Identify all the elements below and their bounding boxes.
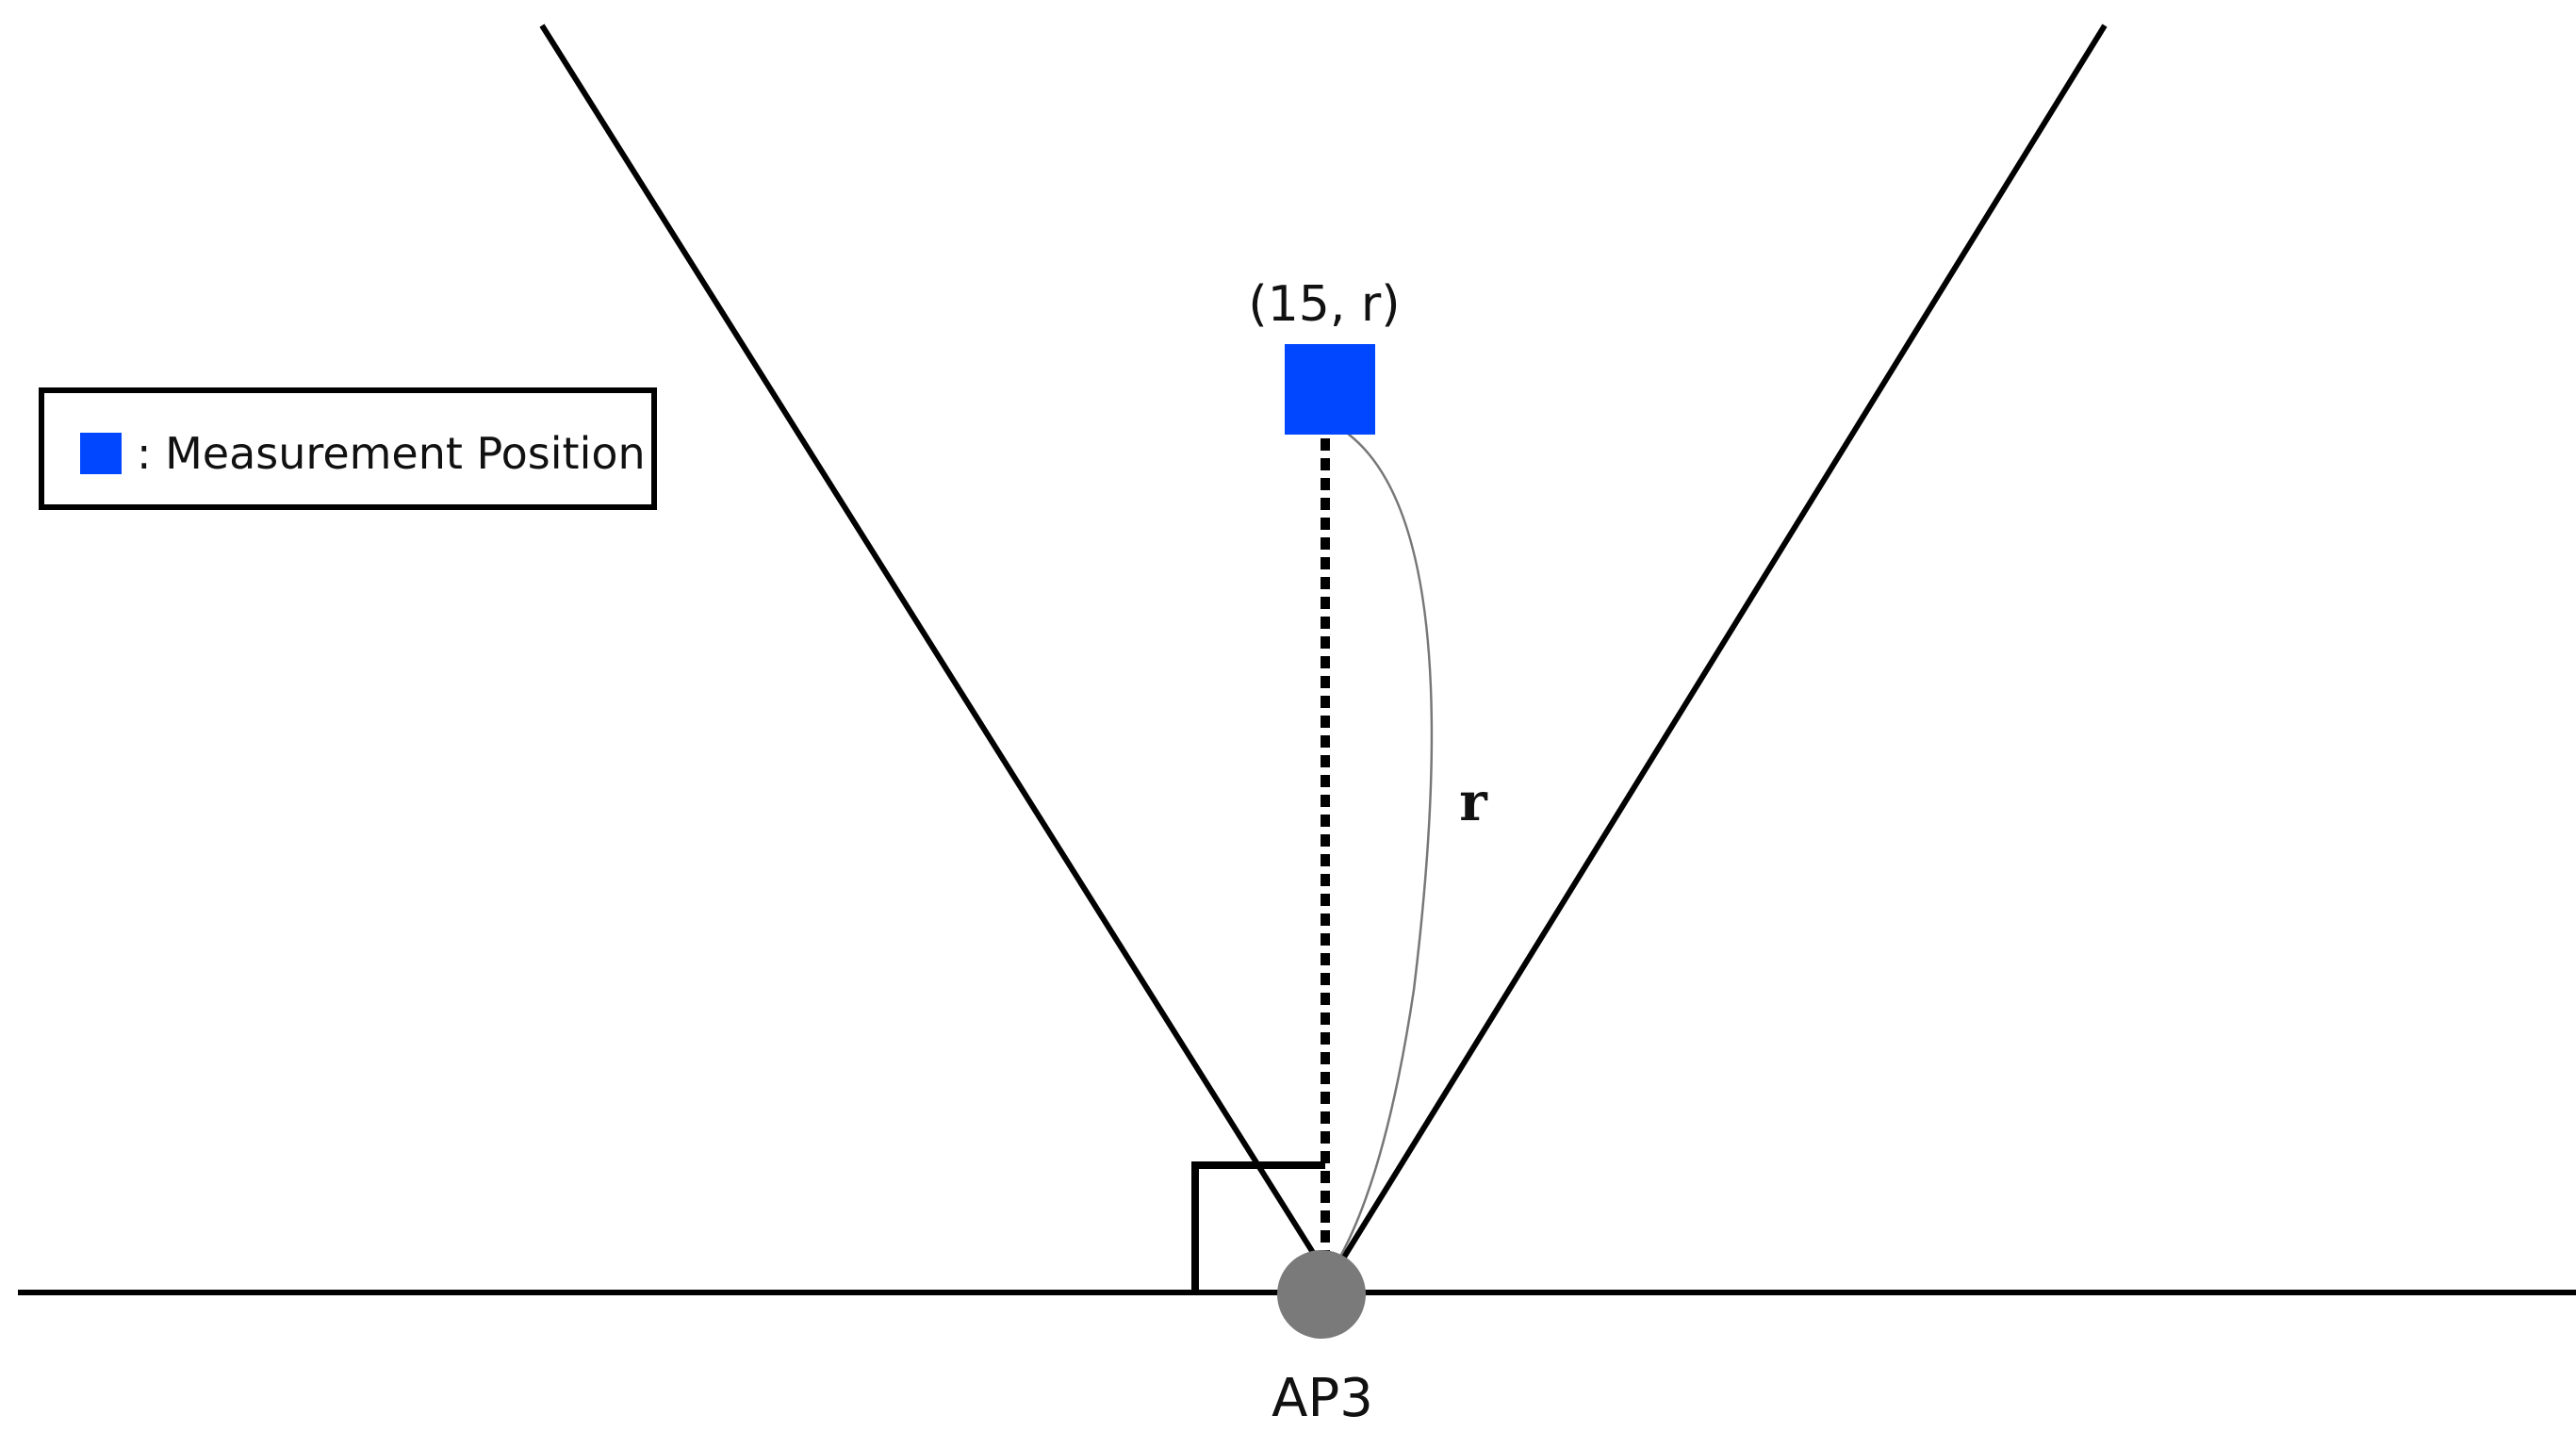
radius-label: r [1459,771,1488,833]
left-coverage-boundary [539,24,1320,1260]
legend-box [39,387,657,510]
measurement-position-marker [1285,344,1375,435]
access-point-label: AP3 [1272,1368,1373,1429]
access-point-marker [1277,1250,1366,1339]
right-coverage-boundary [1340,24,2108,1260]
legend-marker [80,433,122,474]
measurement-coordinate-label: (15, r) [1248,276,1400,333]
right-angle-marker [1191,1161,1325,1292]
legend: : Measurement Position [39,387,657,510]
legend-label: : Measurement Position [137,428,646,479]
distance-arc [1335,433,1434,1264]
